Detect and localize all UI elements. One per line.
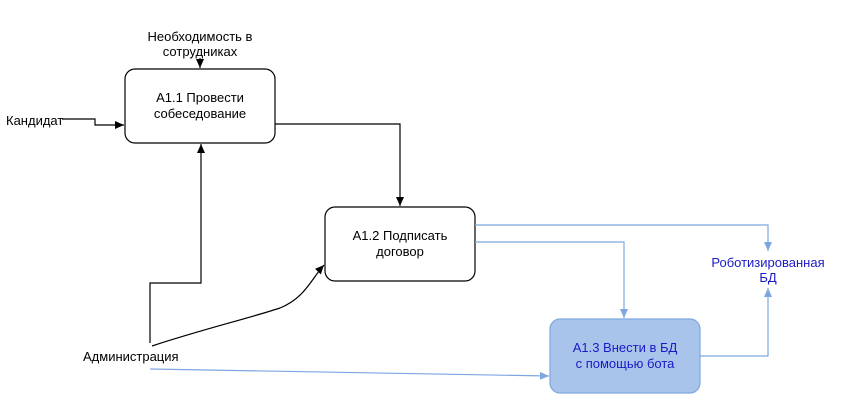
edge-a1-1-to-a1-2 (275, 123, 404, 206)
a1-2-label-line2: договор (376, 244, 424, 259)
a1-2-label-line1: А1.2 Подписать (352, 228, 448, 243)
admin-label: Администрация (83, 349, 179, 364)
edge-a1-2-to-a1-3 (475, 241, 628, 318)
a1-1-label-line2: собеседование (153, 106, 247, 121)
candidate-label: Кандидат (6, 113, 64, 128)
edge-admin-to-a1-2 (151, 264, 325, 347)
output-label-line1: Роботизированная (711, 255, 825, 270)
output-label: Роботизированная БД (711, 255, 824, 285)
a1-2-label: А1.2 Подписать договор (325, 207, 475, 281)
a1-3-label-line2: с помощью бота (575, 356, 675, 371)
need-label: Необходимость в сотрудниках (148, 29, 253, 59)
process-box-a1-2[interactable] (324, 206, 476, 282)
edge-candidate-to-a1-1 (62, 118, 124, 129)
a1-1-label: А1.1 Провести собеседование (125, 69, 275, 143)
need-label-line2: сотрудниках (162, 44, 238, 59)
edge-admin-to-a1-1 (149, 144, 205, 343)
need-label-line1: Необходимость в (147, 29, 253, 44)
edge-a1-2-to-output (475, 224, 772, 251)
process-box-a1-1[interactable] (124, 68, 276, 144)
a1-3-label-line1: А1.3 Внести в БД (572, 340, 678, 355)
a1-1-label-line1: А1.1 Провести (156, 90, 244, 105)
edge-admin-to-a1-3 (149, 368, 550, 380)
edge-a1-3-to-output (700, 288, 772, 357)
a1-3-label: А1.3 Внести в БД с помощью бота (550, 319, 700, 393)
output-label-line2: БД (759, 270, 777, 285)
